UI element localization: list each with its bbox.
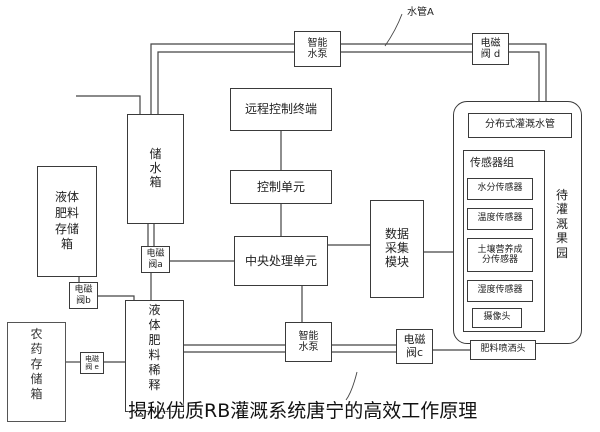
distributed-irrigation-pipe: 分布式灌溉水管 xyxy=(468,113,572,138)
remote-control-terminal: 远程控制终端 xyxy=(230,88,332,131)
control-unit: 控制单元 xyxy=(230,170,332,204)
sensor-camera-label: 摄像头 xyxy=(483,312,511,323)
pipe-top-right-outer xyxy=(509,43,547,102)
watermark-caption: 揭秘优质RB灌溉系统唐宁的高效工作原理 xyxy=(128,400,478,422)
smart-pump-top-label: 智能 水泵 xyxy=(307,37,328,61)
solenoid-valve-c-label: 电磁 阀c xyxy=(403,332,426,359)
sensor-group-title: 传感器组 xyxy=(470,156,514,169)
water-storage-tank: 储 水 箱 xyxy=(127,114,184,224)
liquid-fertilizer-dilution-tank: 液 体 肥 料 稀 释 xyxy=(125,300,184,412)
data-acquisition-module: 数据 采集 模块 xyxy=(370,200,424,298)
pipe-top-right-inner xyxy=(509,51,540,108)
water-storage-tank-label: 储 水 箱 xyxy=(149,147,162,189)
liquid-fertilizer-storage-tank: 液体 肥料 存储 箱 xyxy=(37,166,97,277)
control-unit-label: 控制单元 xyxy=(256,179,305,194)
solenoid-valve-a: 电磁 阀a xyxy=(141,246,170,273)
smart-pump-bottom: 智能 水泵 xyxy=(285,322,332,362)
solenoid-valve-d: 电磁 阀 d xyxy=(472,33,509,65)
sensor-temperature-label: 温度传感器 xyxy=(477,213,523,224)
solenoid-valve-b-label: 电磁 阀b xyxy=(74,285,93,306)
pipe-top-outer xyxy=(150,43,294,122)
central-processing-unit-label: 中央处理单元 xyxy=(244,253,317,268)
liquid-fertilizer-storage-tank-label: 液体 肥料 存储 箱 xyxy=(54,190,79,252)
pipe-label-pointer-top xyxy=(384,13,403,47)
pipe-branch-left xyxy=(76,95,141,114)
orchard-label: 待 灌 溉 果 园 xyxy=(556,188,569,260)
solenoid-valve-b: 电磁 阀b xyxy=(69,282,98,309)
smart-pump-top: 智能 水泵 xyxy=(294,31,341,67)
sensor-soil-nutrient-label: 土壤营养成 分传感器 xyxy=(477,244,523,265)
distributed-irrigation-pipe-label: 分布式灌溉水管 xyxy=(485,119,555,131)
pipe-label-pointer-bottom xyxy=(345,371,358,401)
solenoid-valve-e: 电磁 阀 e xyxy=(80,352,104,374)
central-processing-unit: 中央处理单元 xyxy=(234,236,328,286)
sensor-humidity-label: 湿度传感器 xyxy=(477,285,523,296)
sensor-temperature: 温度传感器 xyxy=(467,208,533,230)
fertilizer-sprinkler: 肥料喷洒头 xyxy=(470,340,536,360)
pipe-top-inner xyxy=(157,51,294,122)
solenoid-valve-c: 电磁 阀c xyxy=(396,329,433,364)
solenoid-valve-a-label: 电磁 阀a xyxy=(146,249,165,270)
solenoid-valve-e-label: 电磁 阀 e xyxy=(85,354,99,371)
smart-pump-bottom-label: 智能 水泵 xyxy=(298,330,319,354)
solenoid-valve-d-label: 电磁 阀 d xyxy=(480,37,501,61)
pesticide-storage-tank: 农 药 存 储 箱 xyxy=(7,322,66,422)
remote-control-terminal-label: 远程控制终端 xyxy=(244,102,317,116)
pipe-label: 水管A xyxy=(407,7,434,18)
fertilizer-sprinkler-label: 肥料喷洒头 xyxy=(480,344,526,355)
liquid-fertilizer-dilution-tank-label: 液 体 肥 料 稀 释 xyxy=(148,303,161,392)
sensor-soil-nutrient: 土壤营养成 分传感器 xyxy=(467,238,533,272)
pesticide-storage-tank-label: 农 药 存 储 箱 xyxy=(30,327,43,401)
sensor-camera: 摄像头 xyxy=(472,308,522,328)
sensor-humidity: 湿度传感器 xyxy=(467,280,533,302)
sensor-moisture: 水分传感器 xyxy=(467,178,533,200)
sensor-moisture-label: 水分传感器 xyxy=(477,183,523,194)
data-acquisition-module-label: 数据 采集 模块 xyxy=(384,227,409,269)
